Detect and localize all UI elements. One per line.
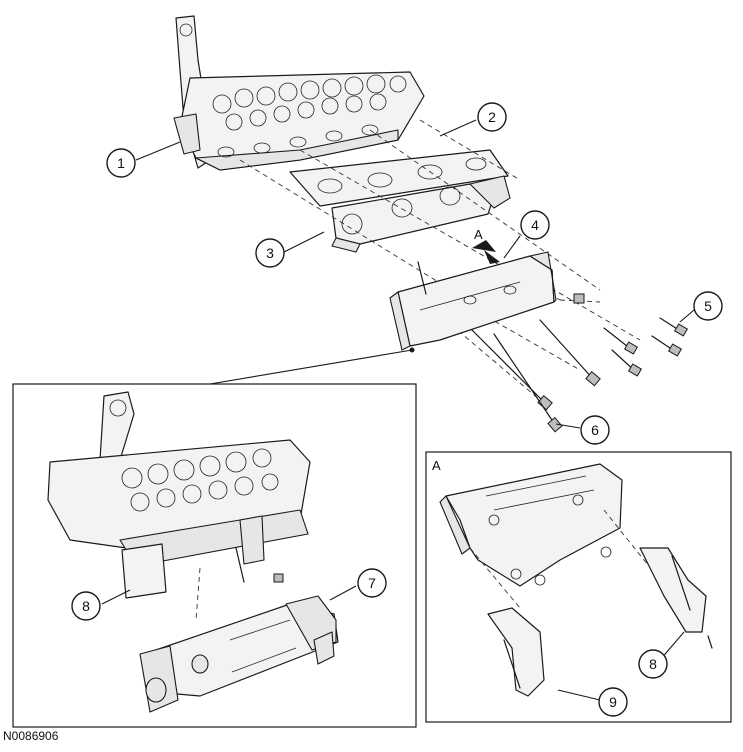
- callout-2: 2: [477, 102, 507, 132]
- view-a-box-label: A: [432, 458, 441, 473]
- callout-7: 7: [357, 568, 387, 598]
- callout-6-text: 6: [591, 422, 599, 438]
- view-a-arrow: A: [472, 227, 500, 264]
- callout-9: 9: [598, 687, 628, 717]
- callout-3-text: 3: [266, 245, 274, 261]
- egr-cooler: [139, 567, 339, 713]
- bolt-5b: [651, 335, 683, 357]
- cylinder-head-assembly: [173, 15, 425, 171]
- view-a-arrow-label: A: [474, 227, 483, 242]
- callout-3: 3: [255, 238, 285, 268]
- view-a-bracket-assembly: [439, 463, 713, 697]
- callout-4: 4: [520, 210, 550, 240]
- exhaust-gasket: [289, 149, 509, 207]
- callout-8-view-a: 8: [638, 649, 668, 679]
- callout-5-text: 5: [704, 298, 712, 314]
- callout-1-text: 1: [117, 155, 125, 171]
- bolt-6c: [539, 319, 601, 387]
- exhaust-manifold: [331, 175, 511, 253]
- callout-5: 5: [693, 291, 723, 321]
- figure-id: N0086906: [3, 729, 59, 743]
- bolt-6a: [471, 329, 553, 411]
- callout-1: 1: [106, 148, 136, 178]
- detail-head-assembly: [47, 391, 311, 599]
- callout-8-view-a-text: 8: [649, 656, 657, 672]
- callout-6: 6: [580, 415, 610, 445]
- bolt-5a: [659, 317, 689, 337]
- bolt-6b: [493, 333, 563, 433]
- callout-4-text: 4: [531, 217, 539, 233]
- bolt-5c: [603, 327, 639, 355]
- callout-8-detail: 8: [71, 591, 101, 621]
- nut: [573, 293, 585, 304]
- callout-2-text: 2: [488, 109, 496, 125]
- bolt-5d: [611, 349, 643, 377]
- egr-cooler-bracket: [389, 251, 557, 351]
- callout-8-detail-text: 8: [82, 598, 90, 614]
- callout-7-text: 7: [368, 575, 376, 591]
- bolts: [471, 293, 689, 433]
- callout-9-text: 9: [609, 694, 617, 710]
